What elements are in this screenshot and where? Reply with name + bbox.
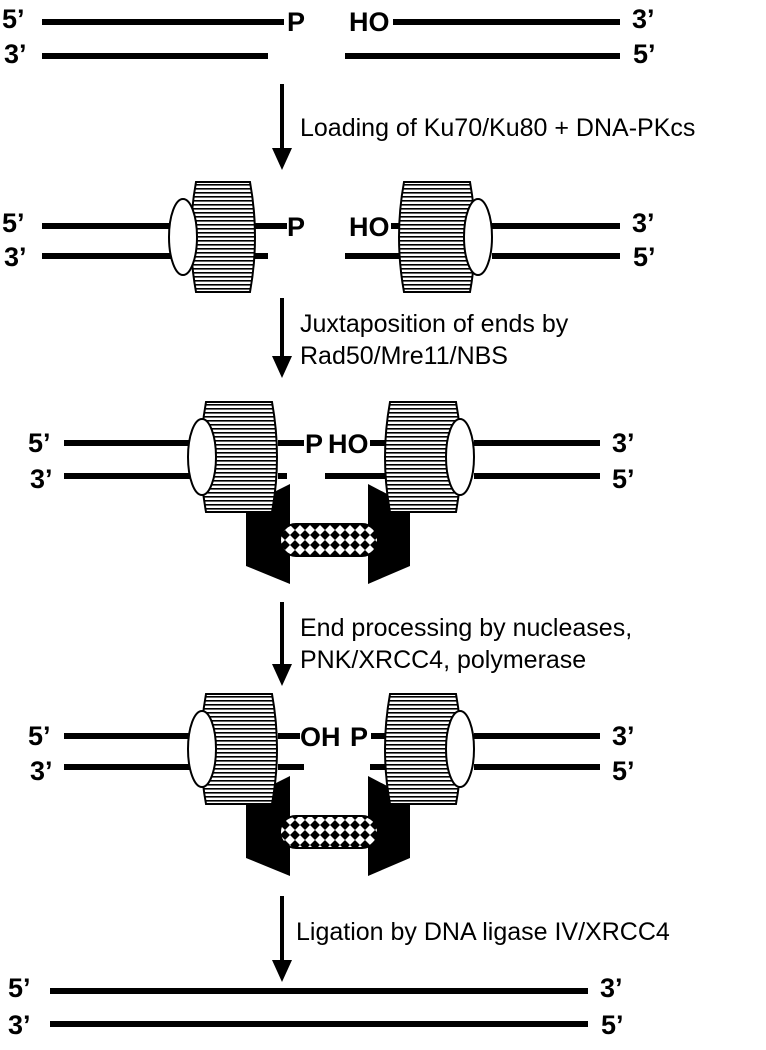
five-prime-label: 5’ <box>2 208 25 238</box>
step-arrow-3 <box>272 602 292 686</box>
phosphate-label: P <box>350 722 368 752</box>
stage-1-broken-dna: 5’ 3’ P HO 3’ 5’ <box>2 4 656 69</box>
hydroxyl-label: OH <box>300 722 341 752</box>
ku-heterodimer-left <box>187 693 278 805</box>
stage-3-juxtaposition: 5’ 3’ P HO 3’ 5’ <box>28 401 635 584</box>
step-2-label-line-2: Rad50/Mre11/NBS <box>300 342 508 370</box>
five-prime-label: 5’ <box>8 973 31 1003</box>
mrn-bridge-complex <box>246 776 410 876</box>
five-prime-label: 5’ <box>601 1010 624 1040</box>
step-1-label: Loading of Ku70/Ku80 + DNA-PKcs <box>300 114 695 142</box>
five-prime-label: 5’ <box>612 756 635 786</box>
five-prime-label: 5’ <box>28 428 51 458</box>
step-3-label-line-1: End processing by nucleases, <box>300 614 632 642</box>
ku-heterodimer-right <box>398 181 493 293</box>
ku-heterodimer-right <box>384 693 475 805</box>
ku-heterodimer-right <box>384 401 475 513</box>
step-3-label-line-2: PNK/XRCC4, polymerase <box>300 646 586 674</box>
three-prime-label: 3’ <box>612 721 635 751</box>
hydroxyl-label: HO <box>349 212 390 242</box>
step-arrow-1 <box>272 84 292 170</box>
three-prime-label: 3’ <box>30 464 53 494</box>
hydroxyl-label: HO <box>328 429 369 459</box>
ku-heterodimer-left <box>168 181 256 293</box>
phosphate-label: P <box>287 7 305 37</box>
five-prime-label: 5’ <box>2 4 25 34</box>
step-arrow-4 <box>272 896 292 982</box>
hydroxyl-label: HO <box>349 7 390 37</box>
three-prime-label: 3’ <box>612 428 635 458</box>
stage-2-ku-binding: 5’ 3’ P HO 3’ 5’ <box>2 181 656 293</box>
step-4-label: Ligation by DNA ligase IV/XRCC4 <box>296 918 670 946</box>
three-prime-label: 3’ <box>8 1010 31 1040</box>
stage-4-end-processing: 5’ 3’ OH P 3’ 5’ <box>28 693 635 876</box>
ku-heterodimer-left <box>187 401 278 513</box>
step-arrow-2 <box>272 298 292 378</box>
three-prime-label: 3’ <box>4 39 27 69</box>
five-prime-label: 5’ <box>28 721 51 751</box>
three-prime-label: 3’ <box>632 4 655 34</box>
five-prime-label: 5’ <box>633 39 656 69</box>
phosphate-label: P <box>287 212 305 242</box>
five-prime-label: 5’ <box>612 464 635 494</box>
three-prime-label: 3’ <box>632 208 655 238</box>
three-prime-label: 3’ <box>30 756 53 786</box>
stage-5-ligated-dna: 5’ 3’ 3’ 5’ <box>8 973 624 1040</box>
three-prime-label: 3’ <box>600 973 623 1003</box>
step-2-label-line-1: Juxtaposition of ends by <box>300 310 569 338</box>
five-prime-label: 5’ <box>633 242 656 272</box>
three-prime-label: 3’ <box>4 242 27 272</box>
phosphate-label: P <box>305 429 323 459</box>
